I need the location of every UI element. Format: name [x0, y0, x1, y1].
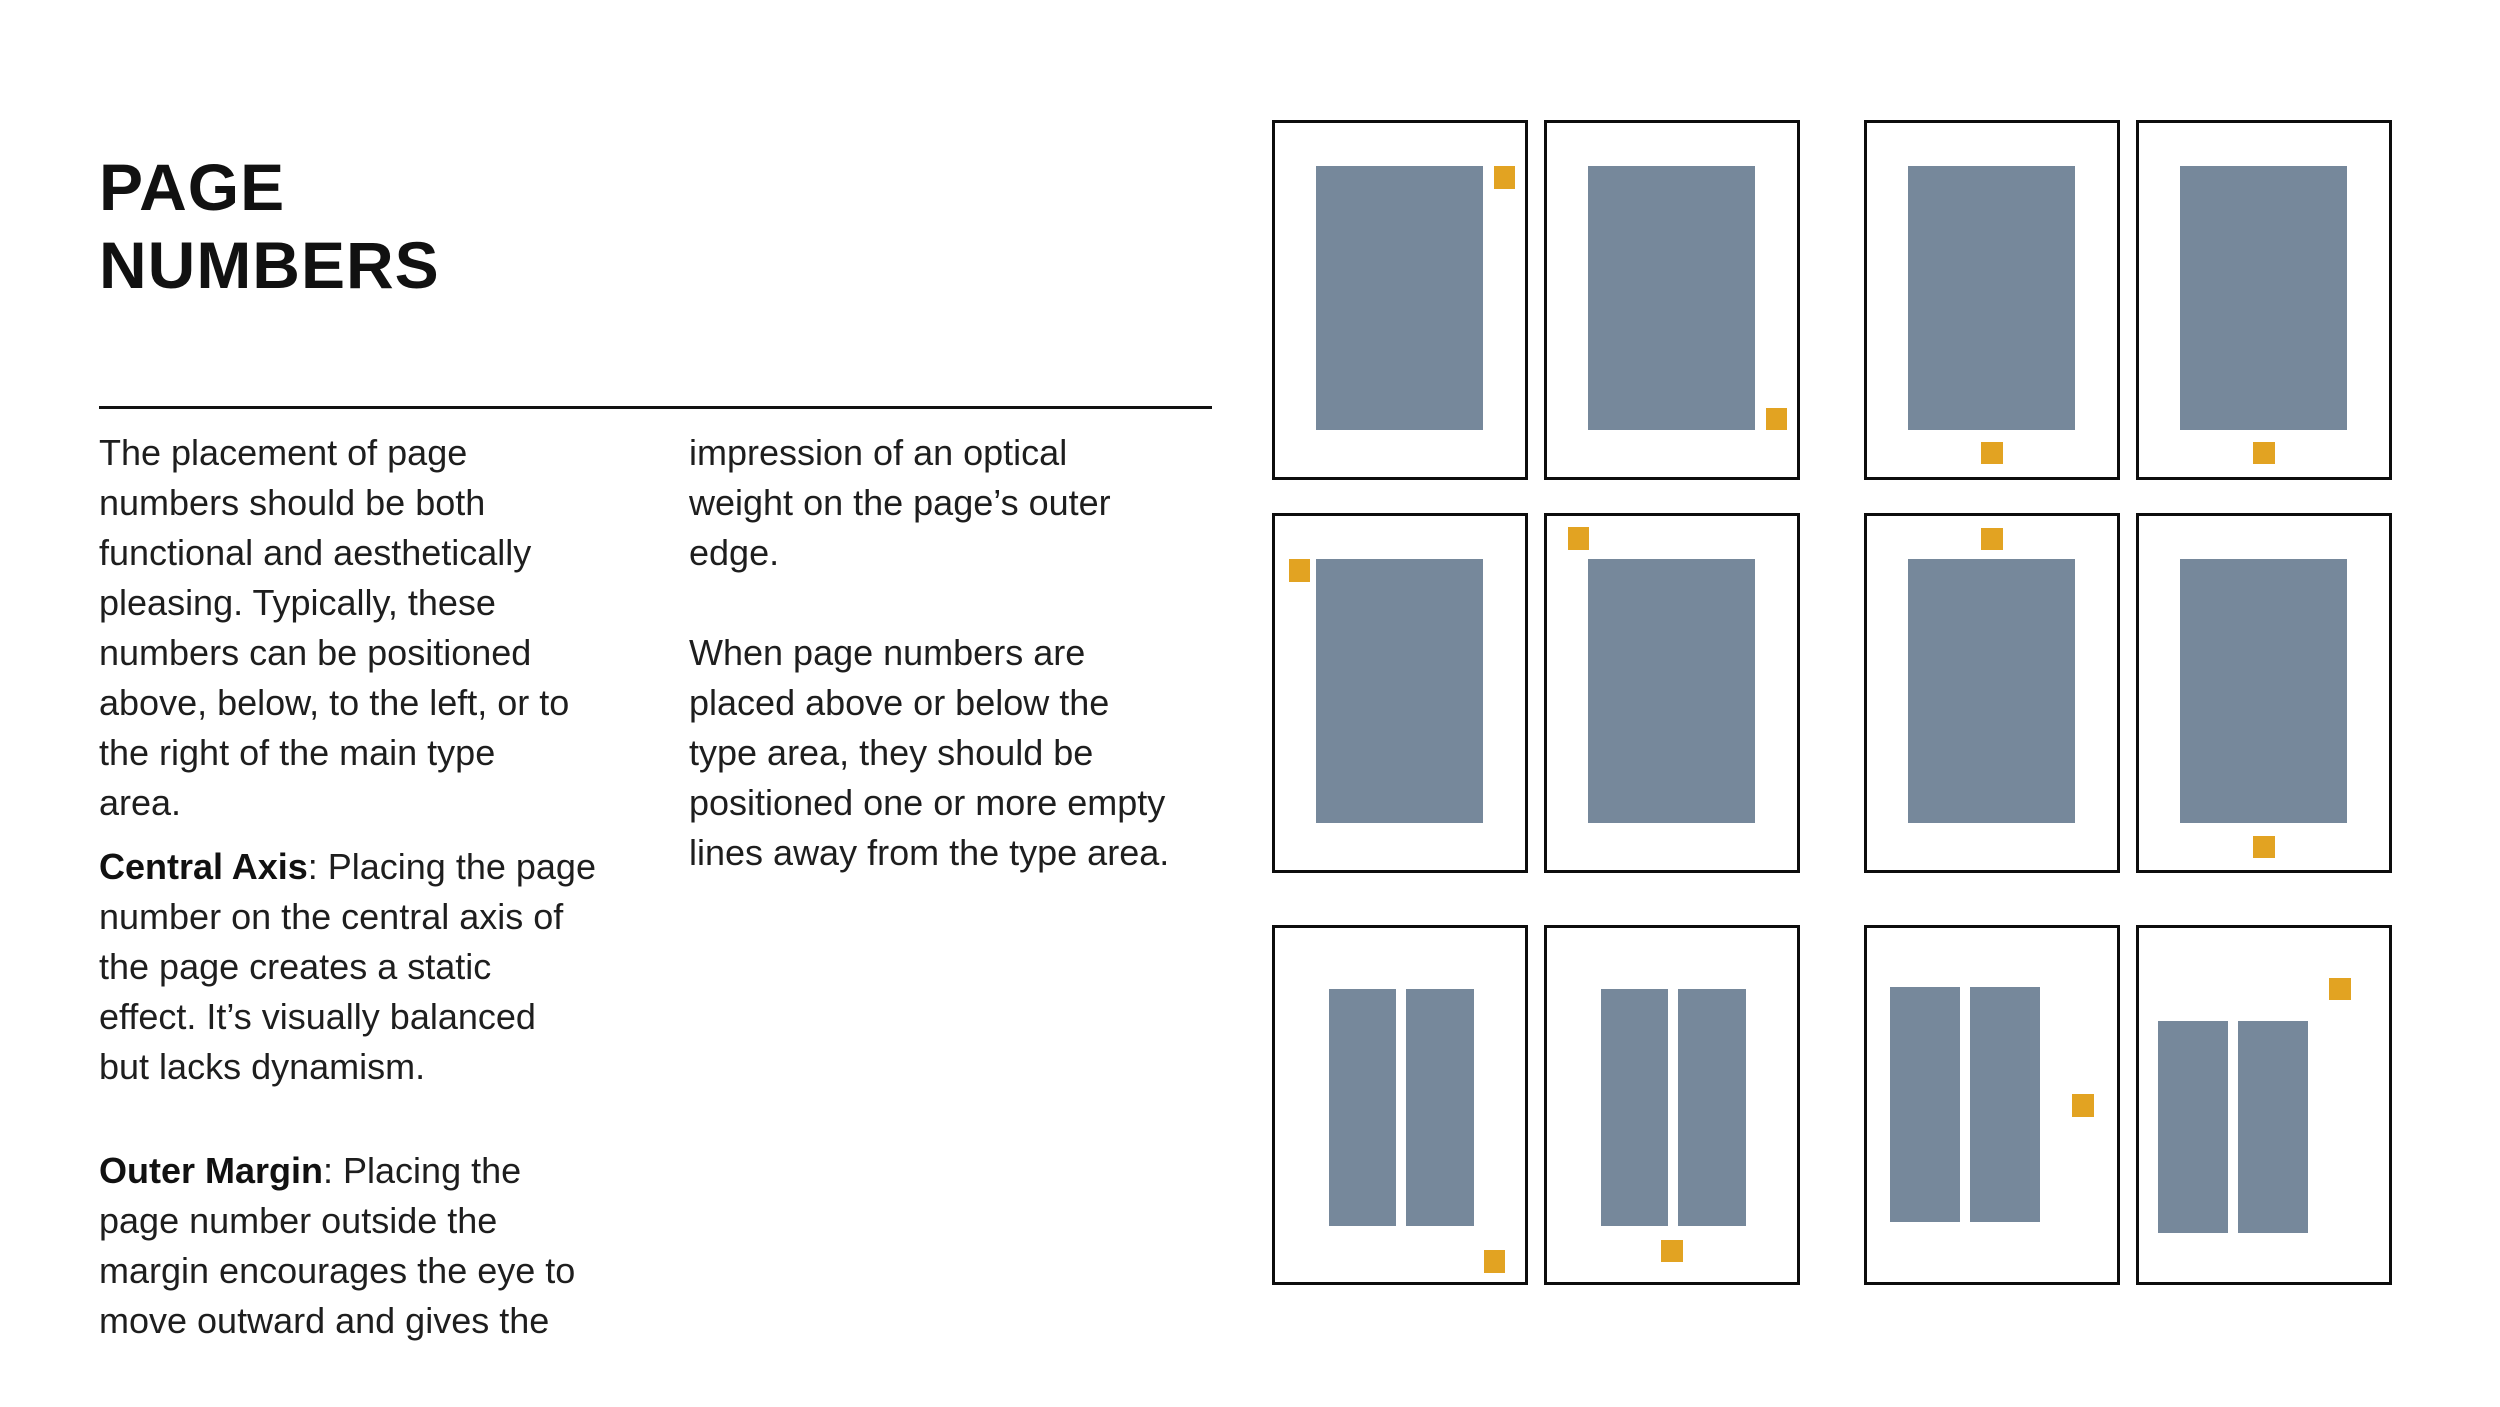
type-area-block	[1328, 988, 1397, 1227]
type-area-block	[1588, 559, 1755, 824]
page-diagram	[2136, 120, 2392, 480]
type-area-block	[1889, 987, 1960, 1222]
paragraph-lead-in: Central Axis	[99, 846, 308, 887]
page-number-marker	[1765, 407, 1788, 431]
page-title: PAGE NUMBERS	[99, 150, 440, 303]
paragraph-text: : Placing the page number outside the ma…	[99, 1150, 576, 1341]
page-number-marker	[2253, 835, 2275, 859]
type-area-block	[1600, 988, 1669, 1227]
type-area-block	[1406, 988, 1474, 1227]
page-diagram	[2136, 925, 2392, 1285]
paragraph-text: The placement of page numbers should be …	[99, 432, 570, 823]
page-number-marker	[1981, 527, 2003, 551]
text-column-right: impression of an optical weight on the p…	[689, 428, 1229, 878]
paragraph-outer-margin: Outer Margin: Placing the page number ou…	[99, 1146, 619, 1346]
text-column-left: The placement of page numbers should be …	[99, 428, 619, 1346]
page-diagram	[1544, 925, 1800, 1285]
page-number-marker	[2329, 977, 2351, 1001]
type-area-block	[1969, 987, 2040, 1222]
paragraph-above-below: When page numbers are placed above or be…	[689, 628, 1229, 878]
paragraph-central-axis: Central Axis: Placing the page number on…	[99, 842, 619, 1092]
type-area-block	[1678, 988, 1746, 1227]
page-number-marker	[1981, 441, 2003, 465]
page-diagram	[1864, 120, 2120, 480]
page-number-marker	[1567, 526, 1590, 550]
page-number-marker	[1483, 1250, 1506, 1273]
type-area-block	[1316, 559, 1483, 824]
type-area-block	[1588, 166, 1755, 431]
type-area-block	[1908, 559, 2075, 824]
type-area-block	[2237, 1021, 2308, 1233]
paragraph-lead-in: Outer Margin	[99, 1150, 324, 1191]
page-diagram	[1272, 120, 1528, 480]
page-diagram	[1544, 120, 1800, 480]
page-diagram	[1544, 513, 1800, 873]
paragraph-text: : Placing the page number on the central…	[99, 846, 596, 1087]
page-diagram	[1864, 925, 2120, 1285]
page-number-marker	[1661, 1239, 1683, 1263]
page-number-marker	[2253, 441, 2275, 465]
page-diagram	[1864, 513, 2120, 873]
page-number-marker	[1493, 166, 1516, 189]
type-area-block	[2157, 1021, 2228, 1233]
paragraph-intro: The placement of page numbers should be …	[99, 428, 619, 828]
type-area-block	[2180, 166, 2347, 431]
paragraph-continuation: impression of an optical weight on the p…	[689, 428, 1229, 578]
divider-line	[99, 406, 1212, 409]
type-area-block	[1908, 166, 2075, 431]
type-area-block	[2180, 559, 2347, 824]
page-number-marker	[2072, 1094, 2094, 1118]
paragraph-text: impression of an optical weight on the p…	[689, 432, 1111, 573]
type-area-block	[1316, 166, 1483, 431]
paragraph-text: When page numbers are placed above or be…	[689, 632, 1170, 873]
page-number-marker	[1288, 559, 1311, 582]
page-diagram	[1272, 925, 1528, 1285]
page-diagram	[2136, 513, 2392, 873]
page-diagram	[1272, 513, 1528, 873]
